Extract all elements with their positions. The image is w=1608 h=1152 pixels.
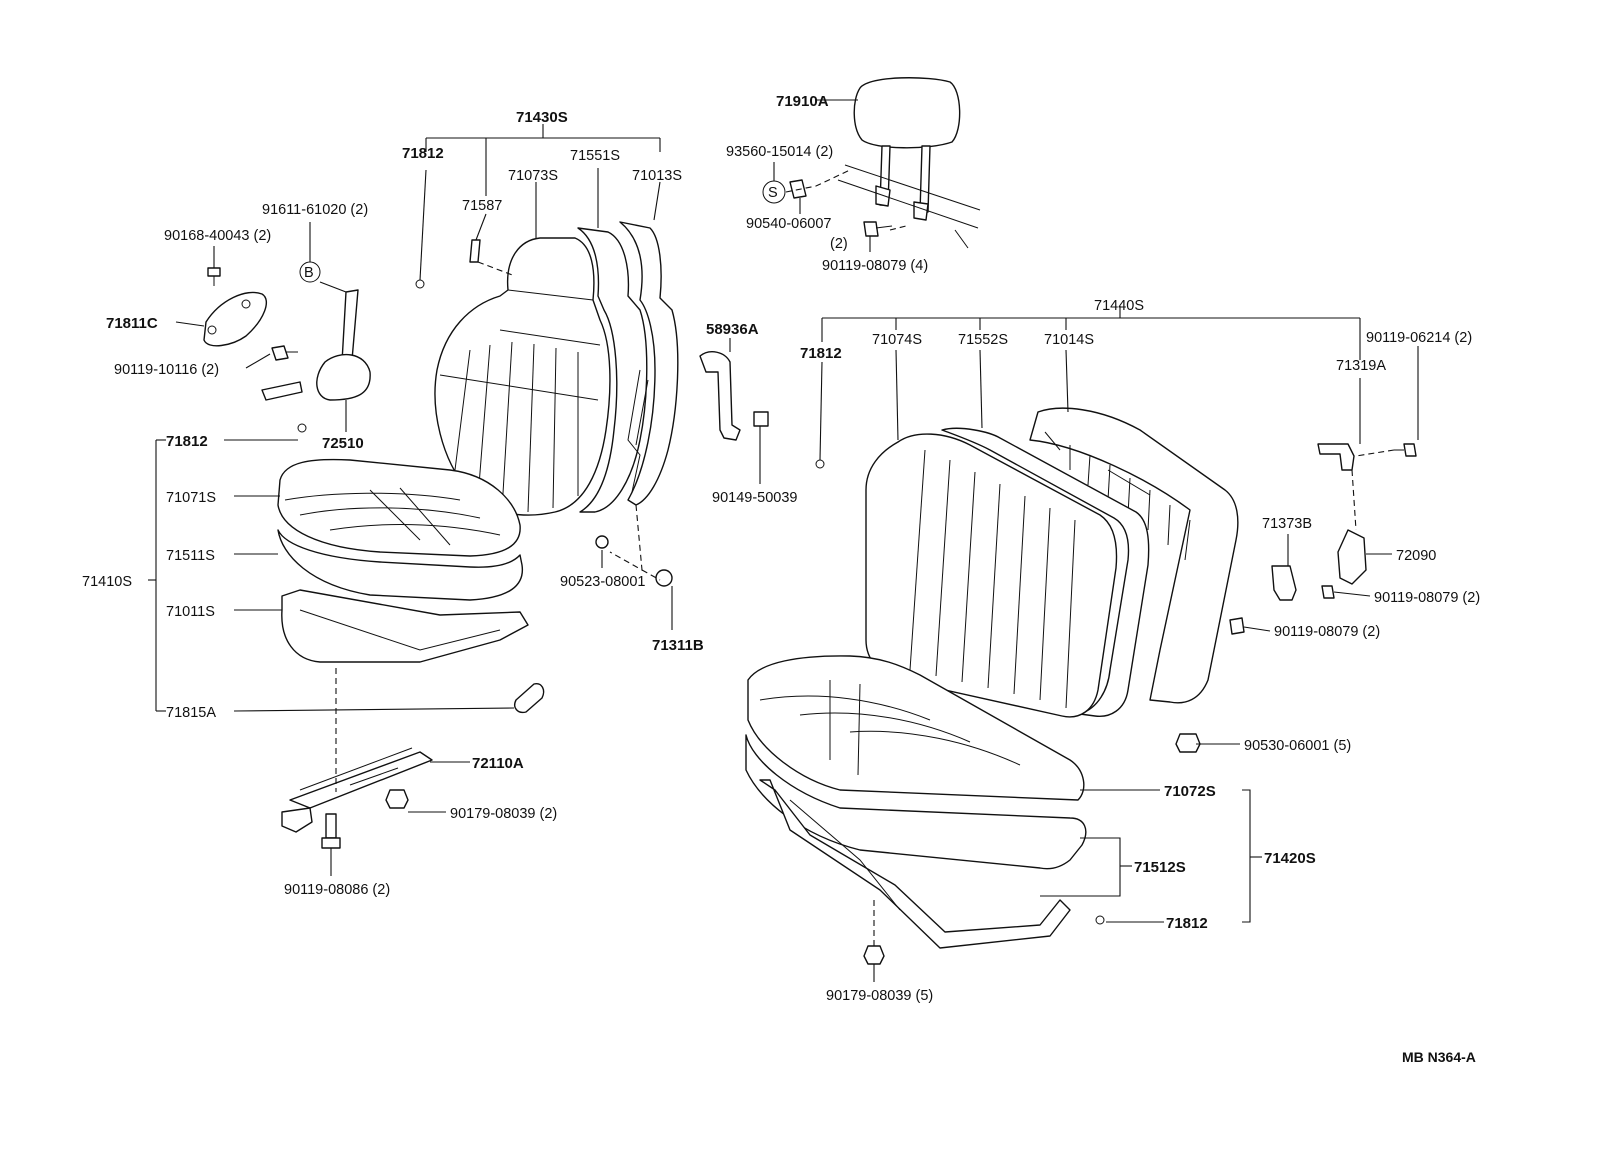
- label-90530: 90530-06001 (5): [1244, 738, 1351, 754]
- label-90540: 90540-06007: [746, 216, 831, 232]
- bench-back-cover-71552S: [941, 427, 1150, 717]
- label-71373B: 71373B: [1262, 516, 1312, 532]
- bucket-seat-back-group: [434, 221, 679, 516]
- label-71812-mid: 71812: [800, 345, 842, 362]
- label-90523: 90523-08001: [560, 574, 645, 590]
- label-71811C: 71811C: [106, 315, 158, 332]
- ring-71812-left: [297, 423, 307, 433]
- label-71011S: 71011S: [166, 604, 215, 620]
- label-71072S: 71072S: [1164, 783, 1216, 800]
- label-71410S: 71410S: [82, 574, 132, 590]
- bolt-90119-06214: [1394, 443, 1417, 457]
- label-90179-08039-2: 90179-08039 (2): [450, 806, 557, 822]
- label-71910A: 71910A: [776, 93, 829, 110]
- clip-71587: [469, 239, 481, 263]
- label-90119-10116: 90119-10116 (2): [114, 362, 219, 378]
- label-71552S: 71552S: [958, 332, 1008, 348]
- label-71430S: 71430S: [516, 109, 568, 126]
- symbol-b-circle: B: [299, 261, 321, 283]
- label-71013S: 71013S: [632, 168, 682, 184]
- nut-90530-06001: [1175, 733, 1208, 753]
- recliner-72510: [261, 289, 371, 401]
- label-71420S: 71420S: [1264, 850, 1316, 867]
- label-71311B: 71311B: [652, 637, 704, 654]
- bolt-90119-08079-2b: [1229, 617, 1245, 635]
- fastener-90168: [207, 267, 221, 286]
- label-71319A: 71319A: [1336, 358, 1386, 374]
- headrest-support-90540: [789, 179, 807, 199]
- headrest-71910A: [837, 77, 981, 249]
- label-90119-08079-2b: 90119-08079 (2): [1274, 624, 1380, 640]
- label-71074S: 71074S: [872, 332, 922, 348]
- label-72110A: 72110A: [472, 755, 524, 772]
- bench-cushion-71072S: [747, 655, 1085, 801]
- label-90179-08039-5: 90179-08039 (5): [826, 988, 933, 1004]
- bolt-90119-08086: [321, 813, 341, 849]
- hinge-72090: [1337, 529, 1367, 585]
- diagram-code: MB N364-A: [1402, 1049, 1476, 1065]
- label-58936A: 58936A: [706, 321, 759, 338]
- label-90168: 90168-40043 (2): [164, 228, 271, 244]
- seat-track-72110A: [281, 747, 433, 833]
- label-72510: 72510: [322, 435, 364, 452]
- label-71815A: 71815A: [166, 705, 216, 721]
- bucket-seat-cushion-group: [277, 458, 545, 714]
- seat-frame-71011S: [281, 589, 529, 663]
- bolt-90119-08079-4: [863, 221, 893, 237]
- bolt-90119-08079-2a: [1321, 585, 1335, 599]
- label-71812-right: 71812: [1166, 915, 1208, 932]
- bracket-71319A: [1317, 443, 1355, 471]
- bolt-90149-50039: [753, 411, 769, 427]
- label-71511S: 71511S: [166, 548, 215, 564]
- nut-90179-08039: [385, 789, 409, 809]
- lever-58936A: [699, 351, 741, 441]
- label-71551S: 71551S: [570, 148, 620, 164]
- ring-71812-right: [1095, 915, 1105, 925]
- cover-71373B: [1271, 565, 1297, 601]
- seat-cover-71815A: [514, 683, 545, 714]
- label-91611: 91611-61020 (2): [262, 202, 368, 218]
- bench-frame: [759, 779, 1071, 949]
- bench-seat-cushion-group: [745, 655, 1087, 949]
- label-71071S: 71071S: [166, 490, 216, 506]
- hinge-cover-71811C: [203, 291, 267, 347]
- seatback-cover-71551S: [577, 227, 648, 513]
- label-90119-08079-4: 90119-08079 (4): [822, 258, 928, 274]
- label-71512S: 71512S: [1134, 859, 1186, 876]
- symbol-s: S: [768, 185, 778, 201]
- bench-back-frame-71014S: [1029, 407, 1239, 704]
- symbol-b: B: [304, 265, 314, 281]
- label-71587: 71587: [462, 198, 502, 214]
- label-71073S: 71073S: [508, 168, 558, 184]
- grommet-90523: [595, 535, 609, 549]
- ring-71812-mid: [815, 459, 825, 469]
- label-90119-06214: 90119-06214 (2): [1366, 330, 1472, 346]
- part-labels: 71430S 71812 71073S 71551S 71013S 71587 …: [82, 93, 1480, 1065]
- bench-back-pad-71074S: [865, 433, 1118, 718]
- label-71812-left: 71812: [166, 433, 208, 450]
- label-72090: 72090: [1396, 548, 1436, 564]
- label-71014S: 71014S: [1044, 332, 1094, 348]
- nut-90179-08039-5: [863, 945, 885, 965]
- label-71440S: 71440S: [1094, 298, 1144, 314]
- label-90119-08079-2a: 90119-08079 (2): [1374, 590, 1480, 606]
- label-90119-08086: 90119-08086 (2): [284, 882, 390, 898]
- bench-seat-back-group: [865, 407, 1239, 718]
- fastener-90119-10116: [271, 345, 298, 361]
- ring-71812-top: [415, 279, 425, 289]
- label-90540-qty: (2): [830, 236, 848, 252]
- knob-71311B: [655, 569, 673, 587]
- leader-lines: [148, 99, 1419, 982]
- seat-pad-71511S: [277, 529, 524, 601]
- label-90149: 90149-50039: [712, 490, 797, 506]
- symbol-s-circle: S: [762, 180, 786, 204]
- label-71812-top: 71812: [402, 145, 444, 162]
- label-93560: 93560-15014 (2): [726, 144, 833, 160]
